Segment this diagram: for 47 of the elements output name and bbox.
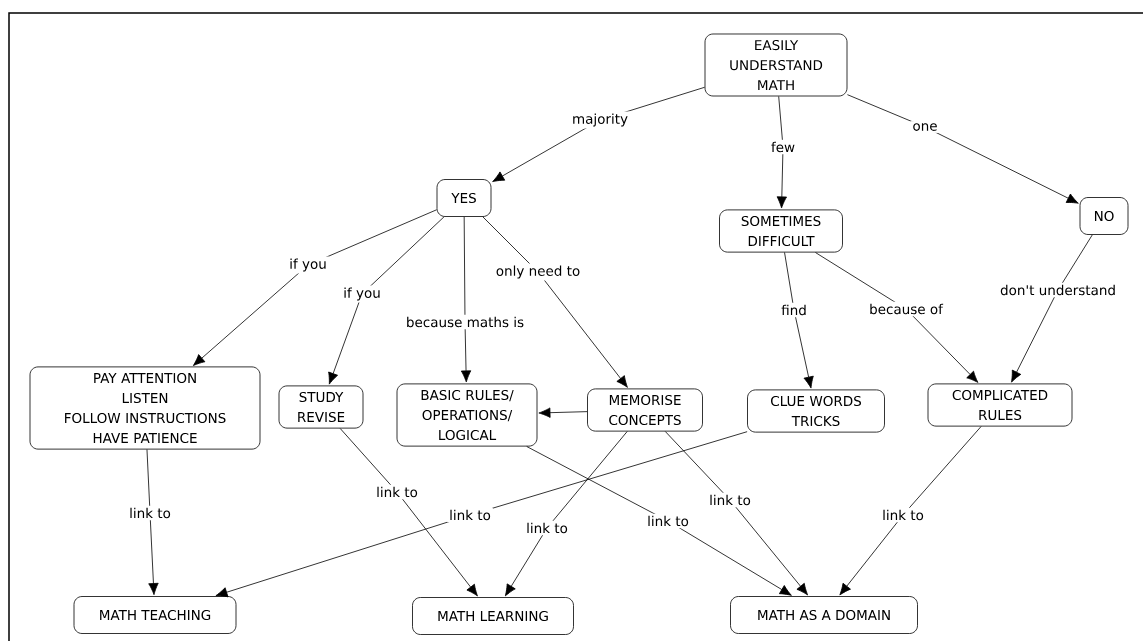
concept-box: MEMORISE CONCEPTS: [587, 388, 703, 432]
edge-label: link to: [127, 505, 173, 521]
arrow: [776, 96, 787, 209]
concept-box: YES: [436, 179, 492, 217]
concept-box: SOMETIMES DIFFICULT: [719, 209, 843, 253]
arrow: [504, 431, 628, 597]
arrow: [784, 252, 814, 389]
arrow: [664, 431, 809, 596]
edge-label: only need to: [493, 263, 583, 281]
concept-box: STUDY REVISE: [278, 385, 364, 429]
concept-box: CLUE WORDS TRICKS: [747, 389, 885, 433]
edge-label: link to: [707, 492, 753, 508]
arrow: [538, 407, 588, 418]
concept-box: PAY ATTENTION LISTEN FOLLOW INSTRUCTIONS HAVE PATIENCE: [29, 366, 261, 450]
edge-label: find: [779, 302, 809, 318]
arrow: [146, 449, 159, 596]
arrow: [482, 216, 628, 388]
edge-label: don't understand: [998, 282, 1118, 298]
edge-label: link to: [645, 513, 691, 529]
arrow: [193, 209, 437, 366]
arrow: [526, 446, 792, 596]
concept-box: MATH LEARNING: [412, 597, 574, 635]
arrow: [215, 431, 748, 598]
edge-label: because of: [867, 301, 945, 317]
edge-label: if you: [341, 285, 383, 303]
arrow: [815, 252, 979, 383]
arrow: [847, 94, 1079, 204]
edge-label: few: [768, 139, 798, 155]
arrow: [339, 428, 478, 597]
edge-label: because maths is: [403, 314, 527, 330]
concept-box: MATH AS A DOMAIN: [730, 596, 918, 634]
concept-box: MATH TEACHING: [73, 596, 237, 634]
arrow: [460, 216, 472, 383]
arrow: [328, 216, 445, 385]
edge-label: link to: [374, 484, 420, 500]
edge-label: link to: [447, 507, 493, 523]
edge-label: link to: [524, 520, 570, 536]
arrow: [1011, 234, 1093, 383]
concept-box: NO: [1079, 197, 1129, 235]
edge-label: one: [910, 121, 940, 133]
concept-box: COMPLICATED RULES: [927, 383, 1073, 427]
edge-label: if you: [287, 256, 329, 274]
edge-label: majority: [570, 111, 630, 129]
concept-box: EASILY UNDERSTAND MATH: [704, 33, 848, 97]
arrow: [839, 426, 982, 596]
edge-label: link to: [880, 507, 926, 523]
concept-box: BASIC RULES/ OPERATIONS/ LOGICAL: [396, 383, 538, 447]
